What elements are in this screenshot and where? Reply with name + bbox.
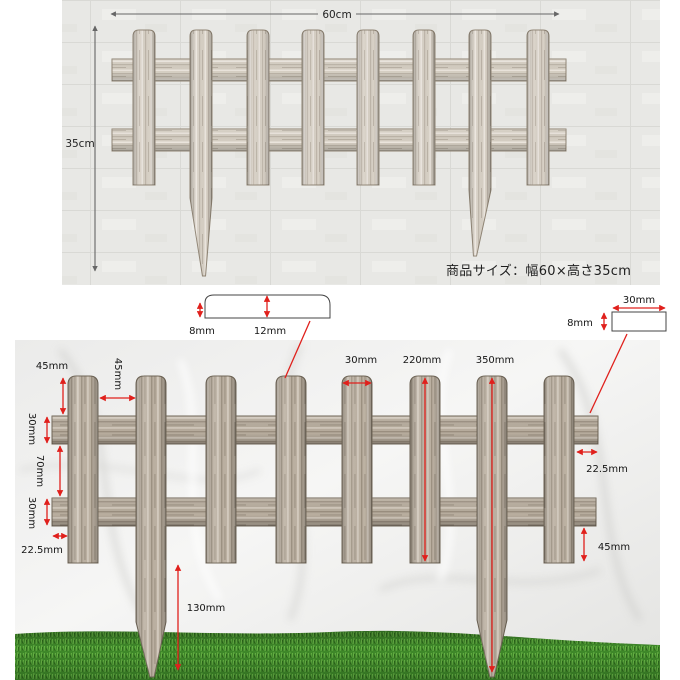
picket-gap-label: 45mm — [112, 358, 123, 390]
short-picket-length-label: 220mm — [403, 355, 442, 366]
fence-top — [111, 29, 567, 277]
rail-section-width-label: 30mm — [623, 295, 655, 306]
picket-top-to-rail-label: 45mm — [36, 361, 68, 372]
dim-picket-top-to-rail: 45mm — [36, 361, 68, 415]
picket-3-shading — [206, 376, 236, 563]
profile-thickness-label: 8mm — [189, 326, 215, 337]
dim-rail-to-picket-bottom: 45mm — [580, 527, 630, 562]
dim-rail-height-top: 30mm — [26, 413, 51, 445]
picket-profile-diagram: 8mm 12mm — [189, 294, 331, 337]
picket-3-shading — [247, 30, 269, 185]
fence-bottom — [51, 375, 599, 678]
rail-2-shading — [112, 129, 566, 151]
picket-4-shading — [302, 30, 324, 185]
picket-5-shading — [342, 376, 372, 563]
stake-length-label: 130mm — [187, 603, 226, 614]
dim-long-picket-length: 350mm — [476, 355, 515, 673]
width-dimension: 60cm — [110, 9, 560, 21]
rail-to-picket-bottom-label: 45mm — [598, 542, 630, 553]
rail-section-leader-line — [589, 333, 628, 414]
rail-section-thickness-label: 8mm — [567, 318, 593, 329]
product-size-caption: 商品サイズ：幅60×高さ35cm — [446, 263, 631, 279]
rail-1-shading — [52, 416, 598, 444]
stake-picket-7-shading — [469, 30, 491, 256]
profile-height-label: 12mm — [254, 326, 286, 337]
height-label: 35cm — [65, 138, 94, 150]
fence-photo-top — [62, 0, 660, 285]
dim-rail-overhang-left: 22.5mm — [21, 532, 68, 556]
dim-picket-gap: 45mm — [99, 358, 136, 402]
dim-short-picket-length: 220mm — [403, 355, 442, 562]
rail-height-top-label: 30mm — [26, 413, 37, 445]
long-picket-length-label: 350mm — [476, 355, 515, 366]
rail-overhang-right-label: 22.5mm — [586, 464, 628, 475]
stake-picket-2-shading — [190, 30, 212, 276]
fence-photo-bottom — [15, 340, 660, 680]
rail-2-shading — [52, 498, 596, 526]
dim-picket-width: 30mm — [342, 355, 377, 387]
stake-picket-2-shading — [136, 376, 166, 677]
rail-1-shading — [112, 59, 566, 81]
height-dimension: 35cm — [65, 25, 98, 272]
width-label: 60cm — [322, 9, 351, 21]
picket-8-shading — [544, 376, 574, 563]
picket-1-shading — [68, 376, 98, 563]
rail-gap-label: 70mm — [34, 455, 45, 487]
picket-1-shading — [133, 30, 155, 185]
picket-5-shading — [357, 30, 379, 185]
picket-width-label: 30mm — [345, 355, 377, 366]
picket-4-shading — [276, 376, 306, 563]
picket-6-shading — [413, 30, 435, 185]
dim-rail-height-bottom: 30mm — [26, 497, 51, 529]
dim-stake-length: 130mm — [174, 564, 226, 671]
picket-8-shading — [527, 30, 549, 185]
dim-rail-gap: 70mm — [34, 445, 64, 497]
rail-section-diagram: 30mm 8mm — [567, 295, 667, 332]
profile-leader-line — [284, 320, 311, 379]
dim-rail-overhang-right: 22.5mm — [576, 448, 628, 475]
rail-section-shape — [611, 311, 667, 332]
rail-overhang-left-label: 22.5mm — [21, 545, 63, 556]
rail-height-bottom-label: 30mm — [26, 497, 37, 529]
